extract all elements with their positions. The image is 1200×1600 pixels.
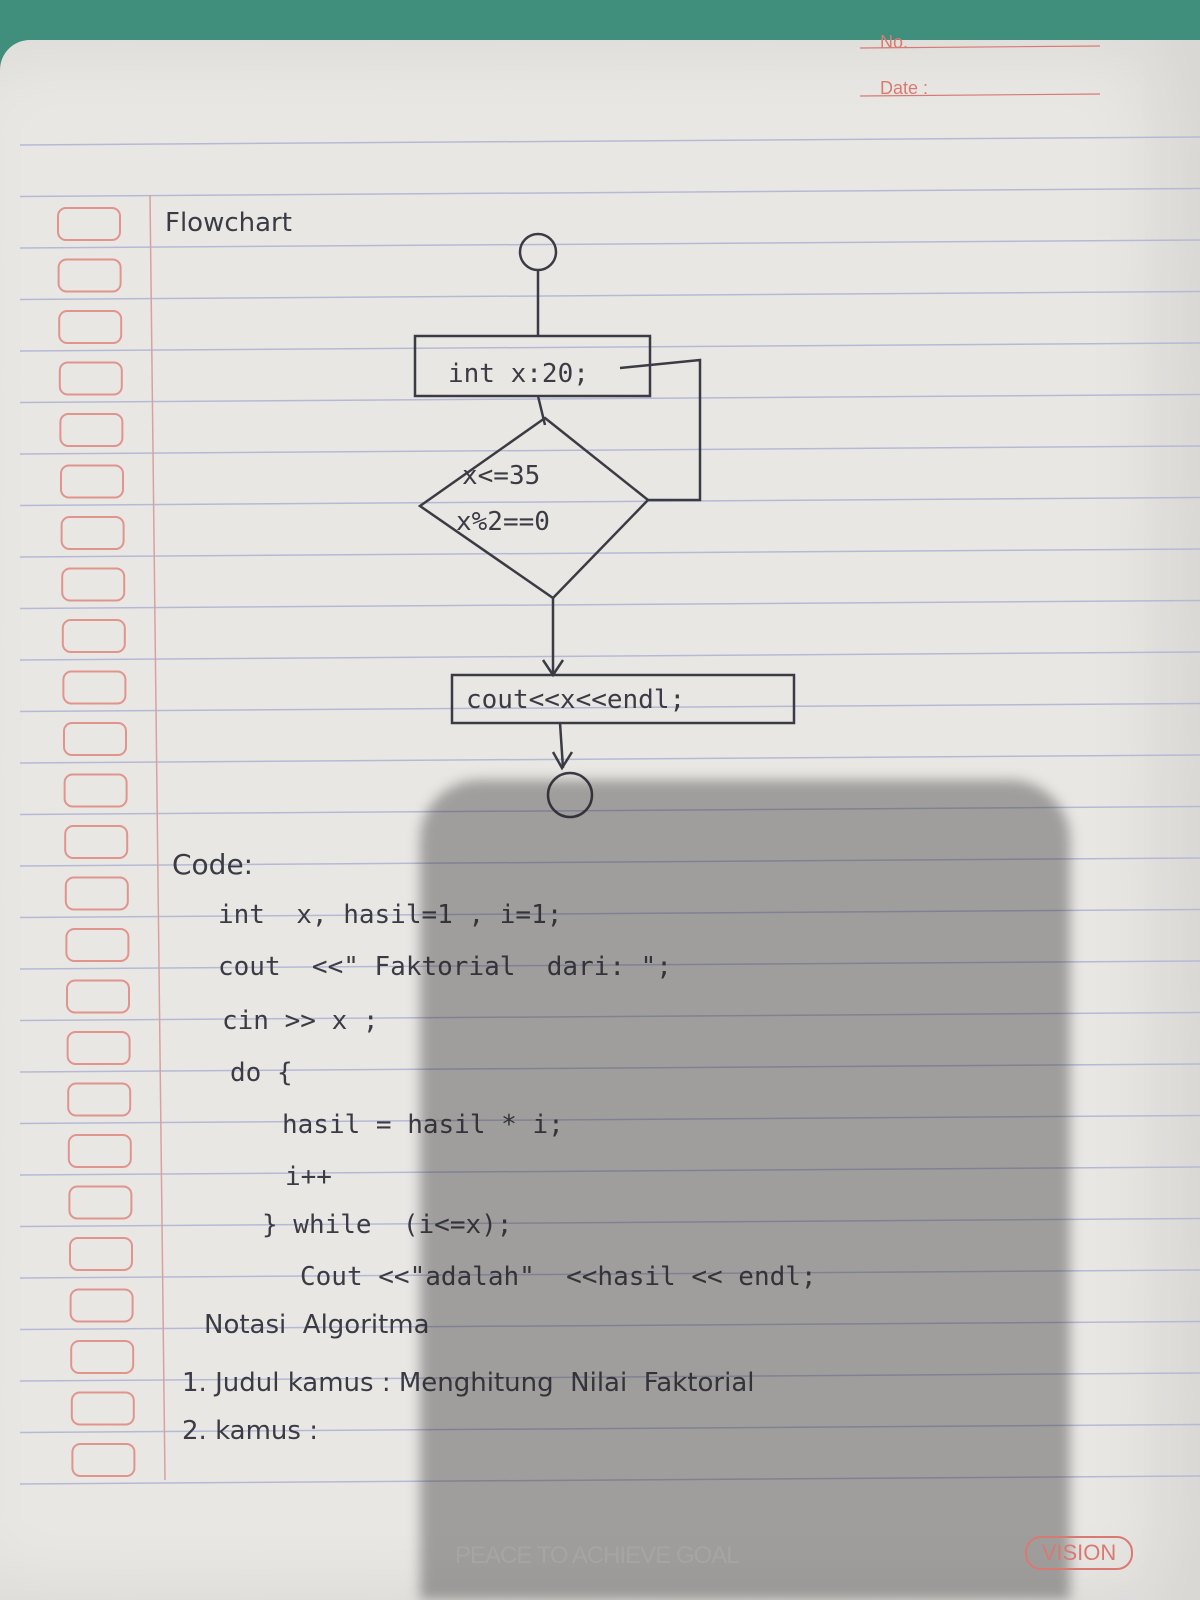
notebook-page [0, 40, 1200, 1600]
code-line-3: cin >> x ; [222, 1006, 379, 1036]
margin-box [71, 1443, 136, 1477]
output-box-text: cout<<x<<endl; [466, 685, 685, 715]
margin-box [60, 516, 125, 550]
rule-line [19, 805, 1200, 816]
code-line-1: int x, hasil=1 , i=1; [218, 900, 563, 930]
code-heading: Code: [172, 848, 254, 881]
rule-line [19, 1372, 1200, 1382]
notes-item-2: 2. kamus : [182, 1416, 318, 1446]
condition-line2: x%2==0 [456, 507, 550, 537]
margin-box [66, 1031, 131, 1065]
rule-line [19, 599, 1200, 610]
notes-item-1: 1. Judul kamus : Menghitung Nilai Faktor… [182, 1368, 755, 1398]
brand-logo: VISION [1025, 1536, 1133, 1570]
code-line-2: cout <<" Faktorial dari: "; [218, 952, 672, 982]
margin-box [70, 1391, 135, 1426]
rule-line [19, 702, 1200, 713]
code-line-4: do { [230, 1058, 293, 1088]
margin-box [70, 1340, 135, 1374]
code-line-6: i++ [285, 1162, 332, 1192]
hand-shadow [420, 780, 1070, 1600]
rule-line [19, 393, 1200, 404]
rule-line [19, 1011, 1200, 1022]
rule-line [19, 960, 1200, 970]
start-terminal [518, 232, 558, 272]
margin-box [58, 361, 123, 396]
rule-line [19, 857, 1200, 867]
condition-line1: x<=35 [462, 461, 540, 491]
margin-box [67, 1082, 132, 1117]
rule-line [19, 651, 1200, 661]
rule-line [19, 445, 1200, 455]
margin-box [60, 464, 124, 499]
code-line-8: Cout <<"adalah" <<hasil << endl; [300, 1262, 817, 1292]
margin-box [63, 722, 127, 756]
rule-line [19, 1423, 1200, 1434]
rule-line [19, 290, 1200, 301]
notes-heading: Notasi Algoritma [204, 1310, 430, 1340]
rule-line [19, 187, 1200, 198]
rule-line [19, 239, 1200, 249]
margin-box [64, 876, 129, 911]
end-terminal [546, 771, 594, 819]
rule-line [19, 1217, 1200, 1228]
code-line-5: hasil = hasil * i; [282, 1110, 564, 1140]
init-box-text: int x:20; [448, 359, 589, 389]
margin-box [57, 207, 121, 241]
margin-box [59, 413, 124, 447]
rule-line [19, 342, 1200, 352]
rule-line [19, 1114, 1200, 1125]
margin-box [61, 619, 126, 653]
margin-box [67, 1134, 132, 1168]
margin-box [69, 1288, 134, 1323]
rule-line [19, 136, 1200, 146]
header-no-label: No. [880, 32, 909, 52]
rule-line [19, 754, 1200, 764]
margin-box [61, 567, 126, 602]
code-line-7: } while (i<=x); [262, 1210, 513, 1240]
rule-line [19, 908, 1200, 919]
rule-line [19, 496, 1200, 507]
rule-line [19, 1166, 1200, 1176]
rule-line [19, 1475, 1200, 1485]
margin-box [65, 928, 130, 962]
output-process-box [450, 673, 796, 725]
rule-line [19, 1269, 1200, 1279]
margin-box [69, 1237, 133, 1271]
rule-line [19, 1320, 1200, 1331]
rule-line [19, 1063, 1200, 1073]
margin-box [66, 979, 130, 1014]
margin-box [64, 825, 129, 859]
margin-box [63, 773, 128, 808]
margin-box [62, 670, 127, 705]
margin-box [68, 1185, 133, 1220]
header-date-label: Date : [880, 78, 929, 98]
rule-line [19, 548, 1200, 558]
flowchart-heading: Flowchart [165, 208, 292, 238]
margin-box [58, 310, 123, 344]
margin-box [57, 258, 122, 293]
footer-motto: PEACE TO ACHIEVE GOAL [455, 1542, 740, 1569]
